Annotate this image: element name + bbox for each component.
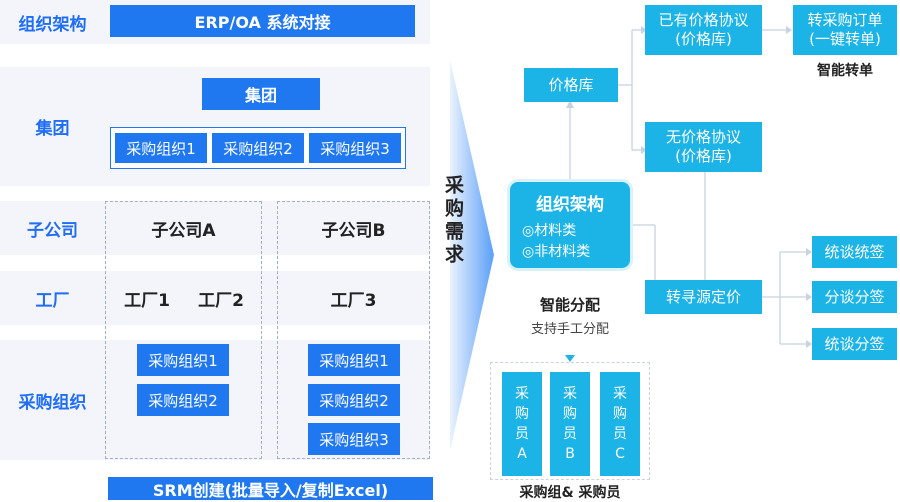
- sourcing-pricing-box: 转寻源定价: [645, 280, 762, 314]
- negotiate-2-box: 分谈分签: [812, 281, 897, 313]
- group-org-1: 采购组织1: [115, 133, 207, 163]
- buyer-a-c4: A: [517, 446, 527, 462]
- buyers-caption: 采购组& 采购员: [519, 485, 621, 501]
- sub-b-org-1: 采购组织1: [308, 344, 400, 376]
- buyer-c-c1: 采: [613, 386, 627, 402]
- center-item-material: ◎材料类: [522, 223, 577, 239]
- subsidiary-b-frame: [277, 201, 430, 459]
- factory-1: 工厂1: [124, 290, 170, 311]
- row-factory-band: [0, 271, 430, 325]
- buyer-a-c2: 购: [515, 406, 529, 422]
- buyer-b: 采 购 员 B: [550, 372, 590, 476]
- buyer-a-c1: 采: [515, 386, 529, 402]
- row-label-sub: 子公司: [27, 220, 78, 241]
- sub-b-org-3: 采购组织3: [308, 423, 400, 455]
- factory-3: 工厂3: [330, 290, 377, 311]
- buyer-a: 采 购 员 A: [502, 372, 542, 476]
- buyer-c-c4: C: [615, 446, 625, 462]
- center-item-nonmaterial: ◎非材料类: [522, 244, 591, 260]
- row-label-org: 组织架构: [18, 14, 87, 35]
- has-agreement-box: 已有价格协议 (价格库): [645, 5, 762, 55]
- row-label-factory: 工厂: [35, 290, 70, 311]
- buyer-b-c1: 采: [563, 386, 577, 402]
- group-org-3: 采购组织3: [309, 133, 401, 163]
- no-agreement-box: 无价格协议 (价格库): [645, 122, 762, 172]
- buyer-b-c4: B: [565, 446, 575, 462]
- center-org-card: 组织架构 ◎材料类 ◎非材料类: [510, 182, 630, 268]
- no-agreement-line1: 无价格协议: [665, 128, 741, 146]
- has-agreement-line1: 已有价格协议: [658, 11, 749, 29]
- negotiate-3-box: 统谈分签: [812, 328, 897, 360]
- buyer-c-c3: 员: [613, 426, 627, 442]
- sub-b-org-2: 采购组织2: [308, 384, 400, 416]
- flow-arrow-shape: [450, 60, 494, 450]
- buyer-c-c2: 购: [613, 406, 627, 422]
- row-label-group: 集团: [35, 119, 70, 139]
- smart-assign-label: 智能分配: [539, 296, 600, 314]
- sub-a-org-1: 采购组织1: [137, 344, 229, 376]
- smart-assign-note: 支持手工分配: [530, 322, 609, 337]
- convert-order-box: 转采购订单 (一键转单): [793, 5, 897, 55]
- row-sub-band: [0, 201, 430, 255]
- subsidiary-a-frame: [105, 201, 262, 459]
- convert-order-line1: 转采购订单: [807, 11, 883, 29]
- group-org-2: 采购组织2: [212, 133, 304, 163]
- srm-create-footer: SRM创建(批量导入/复制Excel): [108, 477, 433, 500]
- sub-a-org-2: 采购组织2: [137, 384, 229, 416]
- factory-2: 工厂2: [198, 290, 244, 311]
- erp-oa-box: ERP/OA 系统对接: [110, 5, 415, 37]
- subsidiary-a: 子公司A: [151, 220, 216, 241]
- buyer-c: 采 购 员 C: [600, 372, 640, 476]
- buyer-a-c3: 员: [515, 426, 529, 442]
- negotiate-1-box: 统谈统签: [812, 236, 897, 268]
- group-box: 集团: [202, 78, 320, 110]
- convert-order-line2: (一键转单): [809, 30, 881, 48]
- demand-chars: 采购需求: [442, 175, 464, 267]
- no-agreement-line2: (价格库): [675, 147, 732, 165]
- row-label-purch: 采购组织: [18, 392, 87, 413]
- buyer-b-c2: 购: [563, 406, 577, 422]
- purchase-demand-label: 采购需求: [440, 175, 466, 267]
- center-org-title: 组织架构: [536, 195, 604, 215]
- price-library-box: 价格库: [524, 68, 618, 102]
- buyers-frame: [490, 362, 650, 480]
- smart-convert-label: 智能转单: [817, 63, 873, 79]
- subsidiary-b: 子公司B: [321, 220, 386, 241]
- has-agreement-line2: (价格库): [675, 30, 732, 48]
- buyer-b-c3: 员: [563, 426, 577, 442]
